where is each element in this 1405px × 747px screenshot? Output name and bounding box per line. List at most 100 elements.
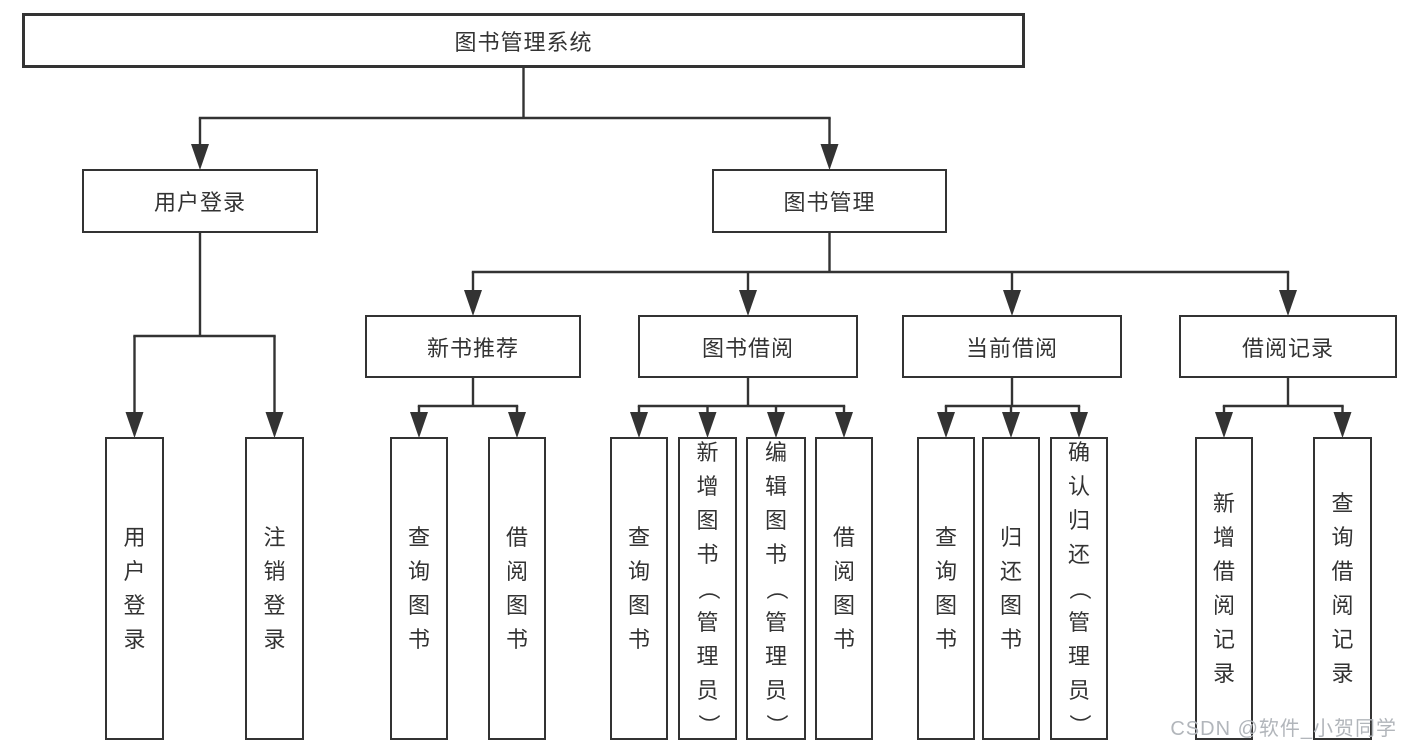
node-label-nb-borrow: 借阅图书 [505, 439, 529, 738]
connector-user-login [125, 233, 284, 438]
vertical-glyph: 登 [123, 592, 146, 618]
vertical-glyph: 图 [407, 592, 430, 618]
arrowhead-icon [191, 144, 209, 170]
arrowhead-icon [1279, 290, 1297, 316]
vertical-glyph: 编 [764, 439, 787, 465]
vertical-glyph: 询 [407, 558, 430, 584]
arrowhead-icon [464, 290, 482, 316]
arrowhead-icon [835, 412, 853, 438]
vertical-glyph: 图 [764, 507, 787, 533]
arrowhead-icon [937, 412, 955, 438]
node-nb-borrow: 借阅图书 [488, 437, 546, 740]
node-bb-add: 新增图书（管理员） [678, 437, 737, 740]
node-user-login: 用户登录 [82, 169, 318, 233]
vertical-glyph: 图 [832, 592, 855, 618]
vertical-glyph: 阅 [505, 558, 528, 584]
arrowhead-icon [1070, 412, 1088, 438]
vertical-glyph: 新 [1212, 490, 1235, 516]
node-label-root: 图书管理系统 [454, 29, 593, 55]
connector-root [191, 68, 839, 170]
vertical-glyph: 还 [999, 558, 1022, 584]
vertical-glyph: 用 [123, 524, 146, 550]
watermark-text: CSDN @软件_小贺同学 [1170, 718, 1397, 740]
vertical-glyph: 查 [407, 524, 430, 550]
node-label-bb-edit: 编辑图书（管理员） [764, 439, 789, 738]
vertical-glyph: 员 [696, 677, 719, 703]
node-bb-query: 查询图书 [610, 437, 668, 740]
vertical-glyph: 书 [764, 541, 787, 567]
node-nb-query: 查询图书 [390, 437, 448, 740]
vertical-glyph: 录 [123, 626, 146, 652]
vertical-glyph: 注 [263, 524, 286, 550]
vertical-glyph: 记 [1212, 626, 1235, 652]
vertical-glyph: ） [764, 713, 789, 736]
vertical-glyph: 借 [1212, 558, 1235, 584]
vertical-glyph: 图 [696, 507, 719, 533]
vertical-glyph: 录 [1331, 660, 1354, 686]
node-bb-borrow: 借阅图书 [815, 437, 873, 740]
node-br-add: 新增借阅记录 [1195, 437, 1253, 740]
vertical-glyph: 管 [696, 609, 719, 635]
vertical-glyph: （ [764, 577, 789, 600]
vertical-glyph: 查 [934, 524, 957, 550]
node-cb-return: 归还图书 [982, 437, 1040, 740]
vertical-glyph: 员 [1067, 677, 1090, 703]
vertical-glyph: 图 [999, 592, 1022, 618]
vertical-glyph: 查 [1331, 490, 1354, 516]
node-ul-logout: 注销登录 [245, 437, 304, 740]
node-label-bb-query: 查询图书 [627, 439, 651, 738]
vertical-glyph: 管 [1067, 609, 1090, 635]
node-label-cb-return: 归还图书 [999, 439, 1023, 738]
vertical-glyph: 归 [1067, 507, 1090, 533]
vertical-glyph: 登 [263, 592, 286, 618]
vertical-glyph: 管 [764, 609, 787, 635]
node-label-current-borrow: 当前借阅 [965, 335, 1058, 361]
vertical-glyph: （ [1067, 577, 1092, 600]
vertical-glyph: 阅 [1212, 592, 1235, 618]
node-label-br-add: 新增借阅记录 [1212, 439, 1236, 738]
vertical-glyph: 户 [123, 558, 146, 584]
arrowhead-icon [1333, 412, 1352, 438]
vertical-glyph: 录 [263, 626, 286, 652]
arrowhead-icon [820, 144, 839, 170]
arrowhead-icon [739, 290, 757, 316]
node-br-query: 查询借阅记录 [1313, 437, 1372, 740]
node-borrow-records: 借阅记录 [1179, 315, 1397, 378]
node-label-borrow-records: 借阅记录 [1241, 335, 1334, 361]
node-book-borrow: 图书借阅 [638, 315, 858, 378]
node-current-borrow: 当前借阅 [902, 315, 1122, 378]
vertical-glyph: 书 [934, 626, 957, 652]
vertical-glyph: 书 [627, 626, 650, 652]
node-new-book-rec: 新书推荐 [365, 315, 581, 378]
vertical-glyph: 询 [627, 558, 650, 584]
node-bb-edit: 编辑图书（管理员） [746, 437, 806, 740]
arrowhead-icon [630, 412, 648, 438]
node-label-user-login: 用户登录 [153, 190, 246, 215]
node-label-new-book-rec: 新书推荐 [426, 335, 519, 361]
connector-book-mgmt [464, 233, 1297, 316]
node-label-ul-login: 用户登录 [123, 439, 147, 738]
vertical-glyph: 归 [999, 524, 1022, 550]
vertical-glyph: 借 [832, 524, 855, 550]
connector-new-book-rec [410, 378, 526, 438]
vertical-glyph: 询 [934, 558, 957, 584]
node-label-ul-logout: 注销登录 [263, 439, 287, 738]
vertical-glyph: 记 [1331, 626, 1354, 652]
connector-book-borrow [630, 378, 853, 438]
vertical-glyph: 查 [627, 524, 650, 550]
vertical-glyph: 书 [505, 626, 528, 652]
arrowhead-icon [265, 412, 284, 438]
vertical-glyph: 录 [1212, 660, 1235, 686]
vertical-glyph: 书 [407, 626, 430, 652]
vertical-glyph: 书 [696, 541, 719, 567]
node-book-mgmt: 图书管理 [712, 169, 947, 233]
arrowhead-icon [1003, 290, 1021, 316]
vertical-glyph: 增 [696, 473, 719, 499]
node-label-book-mgmt: 图书管理 [783, 190, 876, 215]
vertical-glyph: 辑 [764, 473, 787, 499]
vertical-glyph: 理 [696, 643, 719, 669]
node-ul-login: 用户登录 [105, 437, 164, 740]
node-root: 图书管理系统 [22, 13, 1025, 68]
